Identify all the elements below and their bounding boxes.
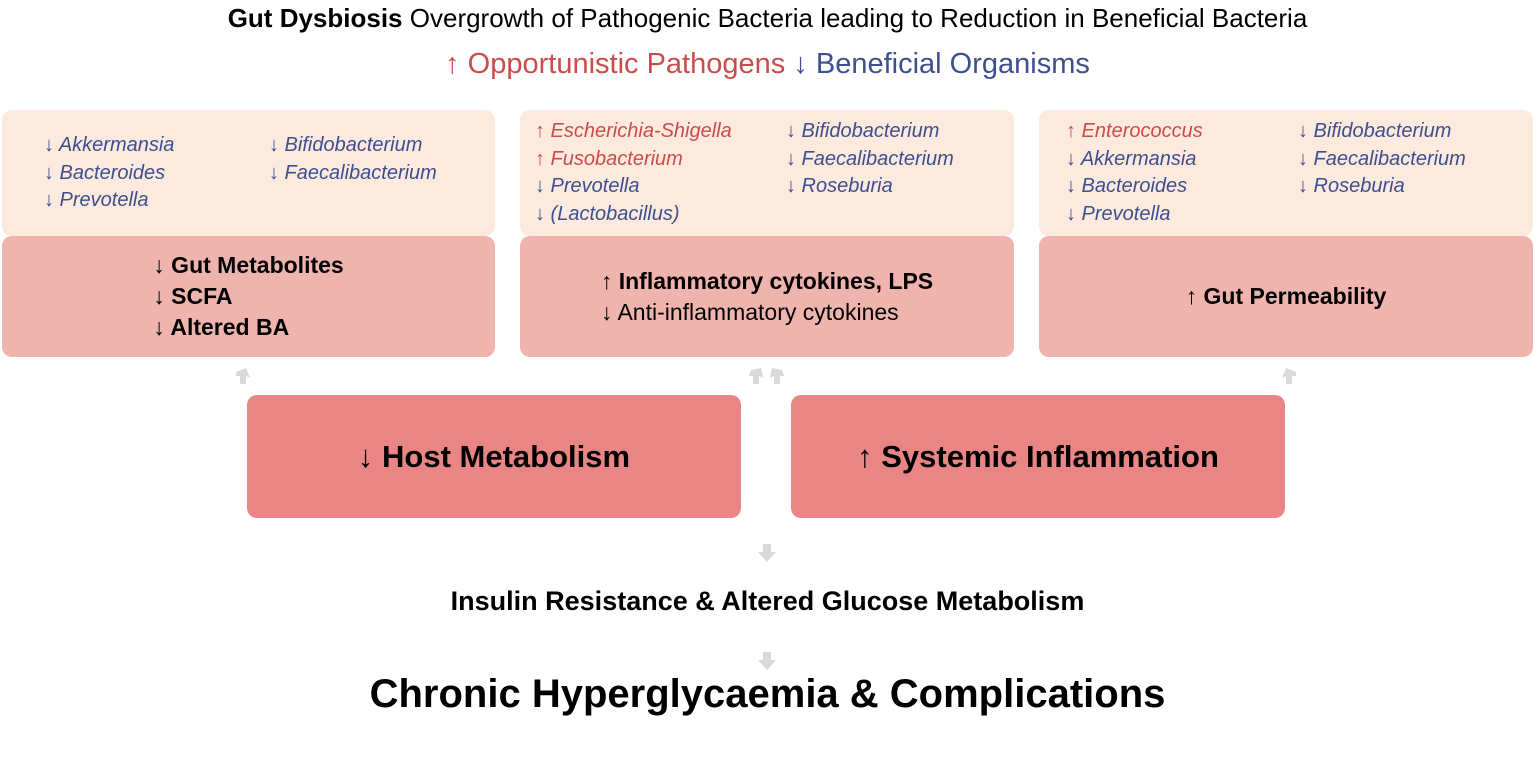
- bacteria-column-right: ↓ Bifidobacterium ↓ Faecalibacterium: [269, 132, 437, 187]
- outcome-chronic-hyperglycaemia: Chronic Hyperglycaemia & Complications: [369, 672, 1166, 716]
- effect-list: ↑ Inflammatory cytokines, LPS ↓ Anti-inf…: [601, 266, 933, 328]
- effect-box-inflammation: ↑ Inflammatory cytokines, LPS ↓ Anti-inf…: [520, 236, 1014, 357]
- bacteria-item: ↓ Bacteroides: [44, 161, 166, 184]
- mechanism-systemic-inflammation: ↑ Systemic Inflammation: [791, 395, 1285, 518]
- bacteria-column-left: ↓ Akkermansia ↓ Bacteroides ↓ Prevotella: [44, 132, 174, 215]
- effect-item: ↓ Anti-inflammatory cytokines: [600, 298, 899, 325]
- bacteria-box-permeability: ↑ Enterococcus ↓ Akkermansia ↓ Bacteroid…: [1039, 110, 1533, 236]
- effect-item: ↑ Gut Permeability: [1185, 283, 1387, 309]
- mechanism-host-metabolism: ↓ Host Metabolism: [247, 395, 741, 518]
- effect-list: ↑ Gut Permeability: [1186, 281, 1387, 312]
- bacteria-item: ↓ Prevotella: [44, 189, 149, 211]
- bacteria-item: ↓ Prevotella: [1066, 202, 1171, 225]
- bacteria-column-left: ↑ Escherichia-Shigella ↑ Fusobacterium ↓…: [535, 118, 732, 228]
- bacteria-box-metabolites: ↓ Akkermansia ↓ Bacteroides ↓ Prevotella…: [2, 110, 495, 236]
- subtitle-pathogens: ↑ Opportunistic Pathogens: [445, 48, 786, 80]
- effect-box-metabolites: ↓ Gut Metabolites ↓ SCFA ↓ Altered BA: [2, 236, 495, 357]
- bacteria-item: ↓ Prevotella: [535, 175, 640, 197]
- outcome-insulin-resistance: Insulin Resistance & Altered Glucose Met…: [450, 586, 1085, 616]
- arrow-down-icon: [758, 652, 776, 670]
- bacteria-column-left: ↑ Enterococcus ↓ Akkermansia ↓ Bacteroid…: [1066, 118, 1203, 228]
- bacteria-item: ↓ Roseburia: [1298, 175, 1405, 197]
- effect-item: ↑ Inflammatory cytokines, LPS: [600, 267, 934, 294]
- arrow-down-icon: [758, 544, 776, 562]
- bacteria-item: ↓ (Lactobacillus): [535, 202, 680, 225]
- arrow-up-icon: [1282, 368, 1296, 384]
- subtitle-beneficial: ↓ Beneficial Organisms: [785, 48, 1090, 80]
- title-rest: Overgrowth of Pathogenic Bacteria leadin…: [402, 3, 1308, 33]
- bacteria-item: ↓ Faecalibacterium: [269, 161, 437, 184]
- arrow-up-icon: [236, 368, 250, 384]
- diagram-title: Gut Dysbiosis Overgrowth of Pathogenic B…: [0, 2, 1535, 34]
- bacteria-item: ↑ Enterococcus: [1066, 120, 1203, 142]
- bacteria-item: ↓ Bifidobacterium: [786, 120, 940, 142]
- diagram-subtitle: ↑ Opportunistic Pathogens ↓ Beneficial O…: [0, 46, 1535, 82]
- bacteria-item: ↓ Bacteroides: [1066, 175, 1188, 197]
- effect-item: ↓ Altered BA: [153, 314, 290, 340]
- effect-item: ↓ SCFA: [153, 283, 233, 309]
- bacteria-column-right: ↓ Bifidobacterium ↓ Faecalibacterium ↓ R…: [786, 118, 954, 201]
- bacteria-item: ↓ Roseburia: [786, 175, 893, 197]
- effect-box-permeability: ↑ Gut Permeability: [1039, 236, 1533, 357]
- arrow-up-icon: [749, 368, 763, 384]
- bacteria-item: ↓ Faecalibacterium: [786, 147, 954, 170]
- bacteria-box-inflammation: ↑ Escherichia-Shigella ↑ Fusobacterium ↓…: [520, 110, 1014, 236]
- title-bold: Gut Dysbiosis: [227, 3, 403, 33]
- bacteria-item: ↓ Akkermansia: [44, 134, 175, 156]
- bacteria-item: ↓ Bifidobacterium: [1298, 120, 1452, 142]
- arrow-up-icon: [770, 368, 784, 384]
- effect-item: ↓ Gut Metabolites: [153, 252, 344, 278]
- bacteria-item: ↑ Escherichia-Shigella: [535, 120, 732, 142]
- effect-list: ↓ Gut Metabolites ↓ SCFA ↓ Altered BA: [153, 250, 343, 343]
- bacteria-column-right: ↓ Bifidobacterium ↓ Faecalibacterium ↓ R…: [1298, 118, 1466, 201]
- bacteria-item: ↑ Fusobacterium: [535, 147, 683, 170]
- bacteria-item: ↓ Faecalibacterium: [1298, 147, 1466, 170]
- bacteria-item: ↓ Akkermansia: [1066, 147, 1197, 170]
- bacteria-item: ↓ Bifidobacterium: [269, 134, 423, 156]
